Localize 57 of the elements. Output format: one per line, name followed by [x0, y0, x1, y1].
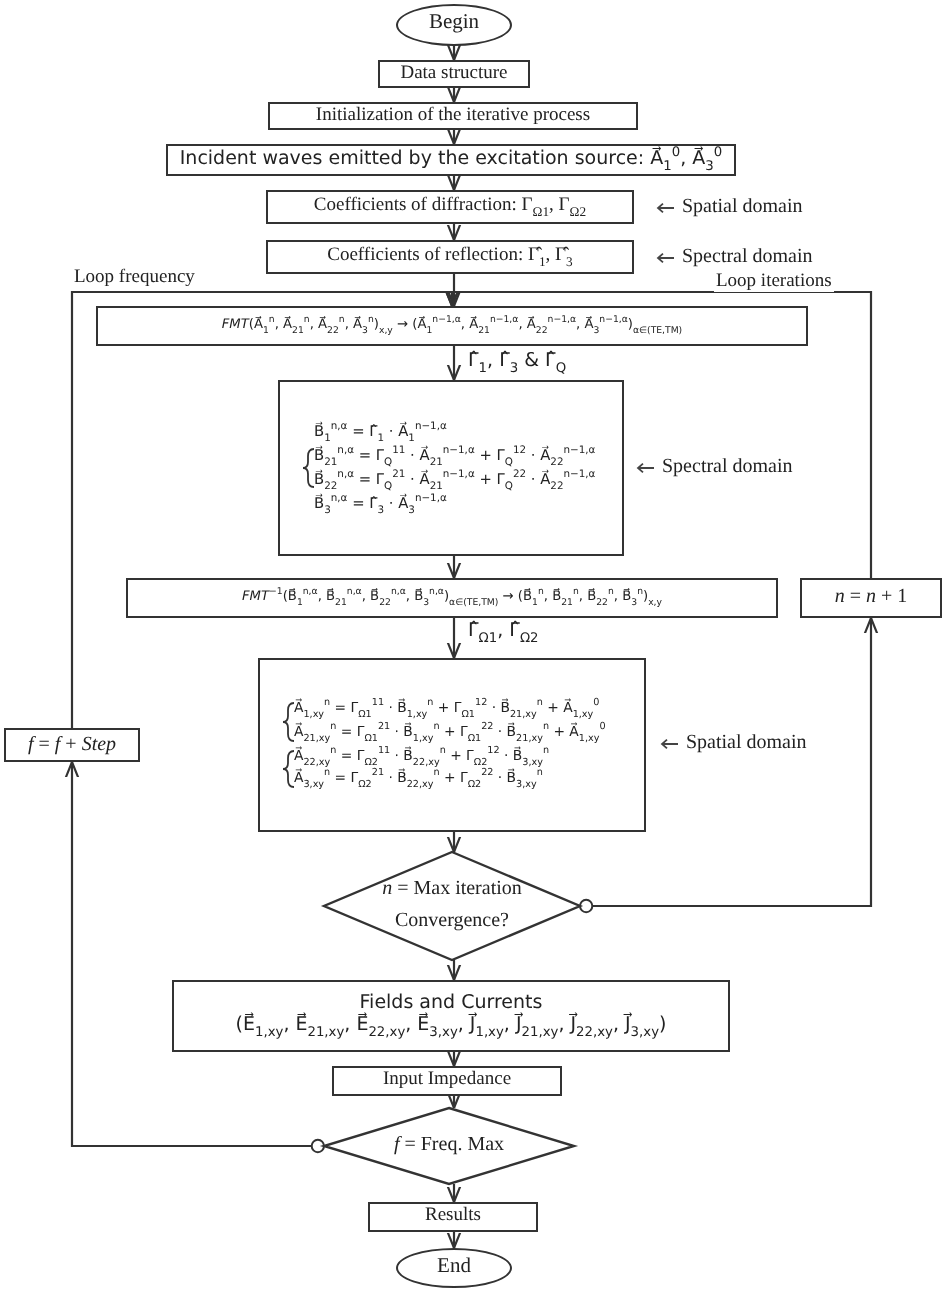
box-label: n = n + 1 [834, 586, 908, 610]
arrow [446, 832, 462, 854]
box-label: n = Max iteration Convergence? [380, 876, 524, 936]
process-box [126, 578, 778, 618]
domain-note: Spatial domain [682, 196, 803, 218]
process-box [278, 380, 624, 556]
process-box [258, 658, 646, 832]
arrow [446, 1091, 462, 1110]
domain-note: Spectral domain [662, 456, 793, 478]
box-label: Fields and Currents [359, 994, 543, 1015]
arrow [446, 173, 462, 192]
arrow [446, 556, 462, 580]
arrow [64, 760, 325, 1154]
process-box [800, 578, 942, 618]
domain-note: Spatial domain [686, 732, 807, 754]
process-box [266, 240, 634, 274]
process-box [268, 102, 638, 130]
arrow [446, 43, 462, 62]
process-box [166, 144, 736, 176]
process-box [96, 306, 808, 346]
arrow [446, 274, 462, 308]
decision-diamond [324, 852, 580, 960]
arrow [446, 960, 462, 982]
edge-label: Γ̂$_{1}$, Γ̂$_{3}$ & Γ̂$_{Q}$ [466, 352, 569, 373]
arrow [446, 1231, 462, 1250]
process-box [172, 980, 730, 1052]
box-label: (E⃗$_{1,xy}$, E⃗$_{21,xy}$, E⃗$_{22,xy}$, E⃗$_{3,xy}$, J⃗$_{1,xy}$, J⃗$_{21,xy}$, J⃗$_{22,xy}$, J⃗$_{3,xy}$) [235, 1016, 667, 1038]
box-label: f = f + Step [27, 733, 117, 757]
decision-diamond [324, 1108, 574, 1184]
process-box [4, 728, 140, 762]
box-label: Data structure [400, 63, 508, 85]
arrow [446, 223, 462, 242]
process-box [332, 1066, 562, 1096]
box-label: f = Freq. Max [391, 1132, 507, 1160]
edge-label: Loop frequency [72, 268, 197, 289]
box-label: Coefficients of diffraction: Γ$_{Ω1}$, Γ$_{Ω2}$ [313, 196, 587, 218]
arrow [446, 127, 462, 146]
arrow [446, 618, 462, 660]
process-box [378, 60, 530, 88]
arrow [446, 346, 462, 382]
box-label: Initialization of the iterative process [315, 105, 591, 127]
box-label: Input Impedance [382, 1070, 512, 1092]
box-label: Results [425, 1206, 481, 1228]
arrow [446, 1049, 462, 1068]
box-label: Begin [428, 12, 480, 38]
arrow [70, 289, 460, 728]
box-label: Coefficients of reflection: Γ̂$_{1}$, Γ̂$_{3}$ [327, 246, 573, 268]
arrow [446, 85, 462, 104]
arrow [446, 1184, 462, 1204]
process-box [266, 190, 634, 224]
arrow [579, 616, 879, 914]
edge-label: Γ̂$_{Ω1}$, Γ̂$_{Ω2}$ [466, 622, 541, 643]
box-label: End [437, 1255, 471, 1281]
terminal-oval [396, 1248, 512, 1288]
process-box [368, 1202, 538, 1232]
domain-note: Spectral domain [682, 246, 813, 268]
edge-label: Loop iterations [714, 272, 834, 293]
